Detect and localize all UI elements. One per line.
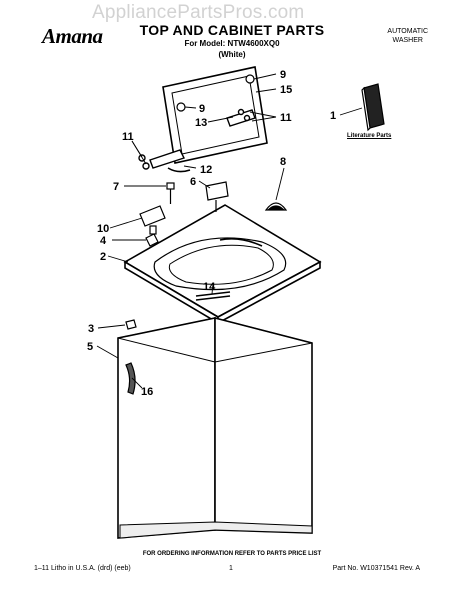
cabinet-part	[117, 316, 313, 539]
cap-part	[264, 202, 288, 211]
literature-part	[361, 83, 385, 132]
leader-lines	[96, 73, 363, 389]
callout-2: 2	[100, 251, 106, 263]
clip-part	[145, 233, 159, 247]
callout-5: 5	[87, 341, 93, 353]
callout-11-right: 11	[280, 112, 292, 124]
bumper-part	[176, 74, 255, 112]
product-type-line1: AUTOMATIC	[387, 28, 428, 35]
callout-9-top: 9	[280, 69, 286, 81]
ordering-note: FOR ORDERING INFORMATION REFER TO PARTS …	[142, 551, 322, 557]
footer-page-number: 1	[229, 565, 233, 572]
product-type-line2: WASHER	[392, 37, 423, 44]
callout-11-left: 11	[122, 131, 134, 143]
screw-part	[166, 182, 175, 204]
brand-logo: Amana	[42, 24, 103, 48]
variant-line: (White)	[218, 50, 246, 59]
callout-7: 7	[113, 181, 119, 193]
callout-10: 10	[97, 223, 109, 235]
callout-1: 1	[330, 110, 336, 122]
hinge-part	[138, 108, 256, 170]
callout-labels: 9 15 9 13 11 11 12 8 6 7 1 10 4 2 14 3 5…	[87, 69, 336, 398]
page-title: TOP AND CABINET PARTS	[139, 22, 325, 38]
lid-pin-part	[167, 167, 191, 173]
callout-9-lid: 9	[199, 103, 205, 115]
callout-12: 12	[200, 164, 212, 176]
callout-4: 4	[100, 235, 107, 247]
callout-6: 6	[190, 176, 196, 188]
callout-15: 15	[280, 84, 292, 96]
callout-13: 13	[195, 117, 207, 129]
product-type: AUTOMATIC WASHER	[387, 27, 428, 45]
lid-part	[162, 66, 268, 164]
model-line: For Model: NTW4600XQ0	[184, 39, 280, 48]
watermark-text: AppliancePartsPros.com	[92, 2, 305, 23]
footer-part-number: Part No. W10371541 Rev. A	[332, 565, 420, 572]
literature-label: Literature Parts	[347, 133, 392, 139]
lid-switch-part	[139, 205, 166, 235]
callout-14: 14	[203, 281, 216, 293]
callout-3: 3	[88, 323, 94, 335]
footer-litho: 1–11 Litho in U.S.A. (drd) (eeb)	[34, 565, 131, 572]
callout-16: 16	[141, 386, 153, 398]
top-panel-part	[123, 204, 322, 325]
callout-8: 8	[280, 156, 286, 168]
cabinet-screw-part	[125, 319, 137, 330]
dispenser-part	[205, 181, 229, 212]
hinge-rod-part	[195, 291, 231, 301]
gasket-part	[125, 362, 136, 395]
